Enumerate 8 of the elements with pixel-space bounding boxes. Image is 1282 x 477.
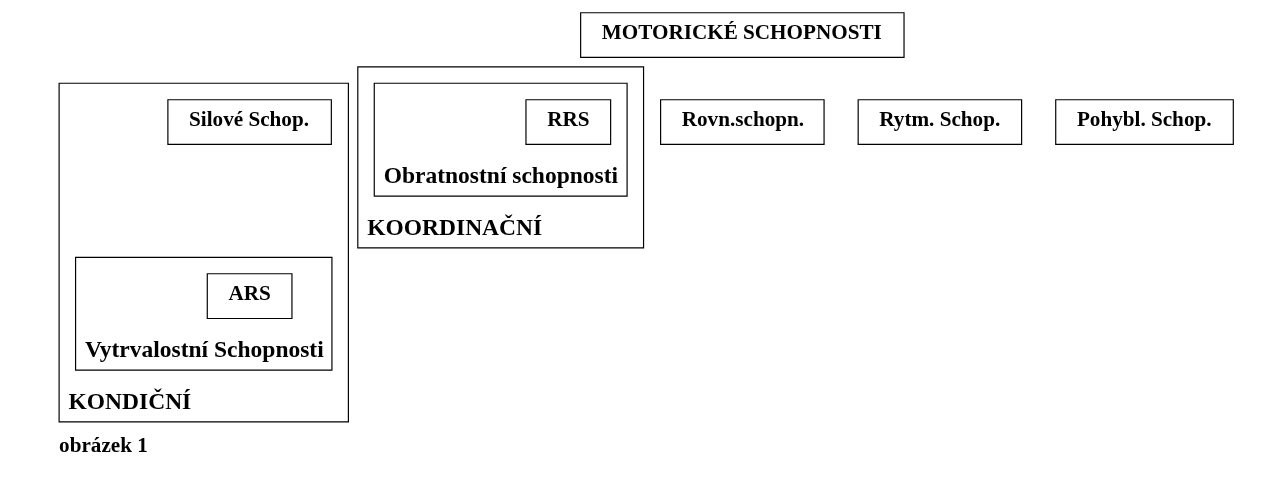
node-box: ARS <box>206 273 293 320</box>
node-box: Pohybl. Schop. <box>1054 99 1234 145</box>
node-box: MOTORICKÉ SCHOPNOSTI <box>579 12 905 58</box>
node-box: Rovn.schopn. <box>659 99 825 145</box>
node-box: Rytm. Schop. <box>857 99 1022 145</box>
node-box: RRS <box>524 99 611 145</box>
node-box: Silové Schop. <box>166 99 332 145</box>
caption: obrázek 1 <box>58 432 148 457</box>
